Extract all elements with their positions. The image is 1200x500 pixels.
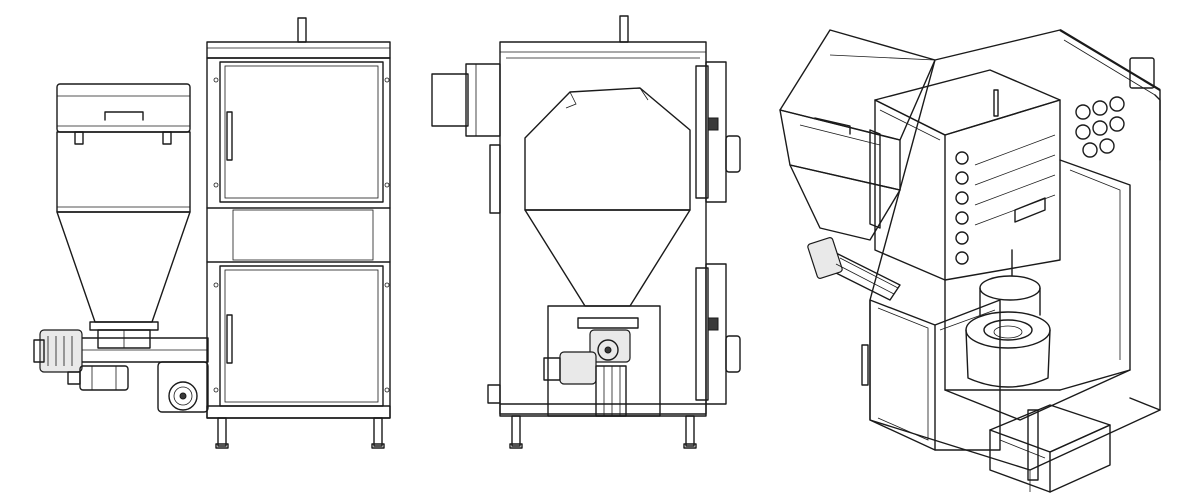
- upper-door-handle: [226, 111, 233, 161]
- base-plinth: [206, 405, 391, 419]
- isometric-cutaway-view: [779, 29, 1161, 493]
- iso-auger: [807, 237, 901, 301]
- lid-handle: [104, 111, 144, 121]
- feed-motor: [589, 329, 631, 363]
- iso-burner-pot: [965, 311, 1051, 349]
- handle-lower: [725, 335, 741, 373]
- hopper-lid: [56, 83, 191, 133]
- iso-combustion-chamber: [944, 159, 1131, 421]
- iso-body-shell: [869, 29, 1161, 471]
- iso-auger-motor: [807, 237, 843, 279]
- boiler-body-side: [206, 17, 391, 449]
- top-cap: [206, 41, 391, 59]
- pellet-hopper-side: [56, 83, 191, 349]
- upper-door: [219, 61, 384, 203]
- auger-feeder-side: [33, 329, 209, 413]
- iso-outer-shell: [869, 29, 1161, 471]
- flue-flange: [465, 63, 501, 137]
- iso-chamber-right-wall: [1059, 159, 1131, 391]
- front-casing: [499, 41, 707, 415]
- drive-motor: [79, 365, 129, 391]
- iso-heat-exchanger: [869, 69, 1125, 281]
- gear-motor: [39, 329, 83, 373]
- inner-hopper-cone: [524, 209, 691, 307]
- iso-ash-pan: [989, 404, 1111, 453]
- front-leg-right: [685, 415, 695, 447]
- door-hinge-upper: [705, 61, 727, 203]
- flue-stack-front: [619, 15, 629, 43]
- iso-hopper: [779, 29, 936, 241]
- iso-lower-door: [861, 299, 1111, 493]
- iso-hopper-lid: [779, 29, 936, 141]
- flue-outlet: [431, 73, 469, 127]
- side-view: [33, 17, 391, 449]
- hopper-cone: [56, 211, 191, 323]
- front-leg-left: [511, 415, 521, 447]
- leg-right: [373, 417, 383, 447]
- iso-flue-outlet: [1129, 57, 1155, 89]
- lower-door: [219, 265, 384, 407]
- iso-tube-openings: [955, 96, 1125, 265]
- iso-hopper-cone: [789, 164, 901, 241]
- door-hinge-lower: [705, 263, 727, 405]
- flue-stack: [297, 17, 307, 43]
- lower-door-handle: [226, 314, 233, 364]
- front-view: [431, 15, 741, 449]
- inner-hopper: [524, 87, 691, 211]
- blower-fan: [157, 361, 209, 413]
- iso-ash-door: [869, 299, 936, 451]
- iso-exchanger-front: [874, 99, 946, 281]
- iso-exchanger-top: [874, 69, 1061, 136]
- handle-upper: [725, 135, 741, 173]
- iso-burner-top: [979, 275, 1041, 301]
- gearbox: [559, 351, 597, 385]
- leg-left: [217, 417, 227, 447]
- body-casing: [206, 57, 391, 419]
